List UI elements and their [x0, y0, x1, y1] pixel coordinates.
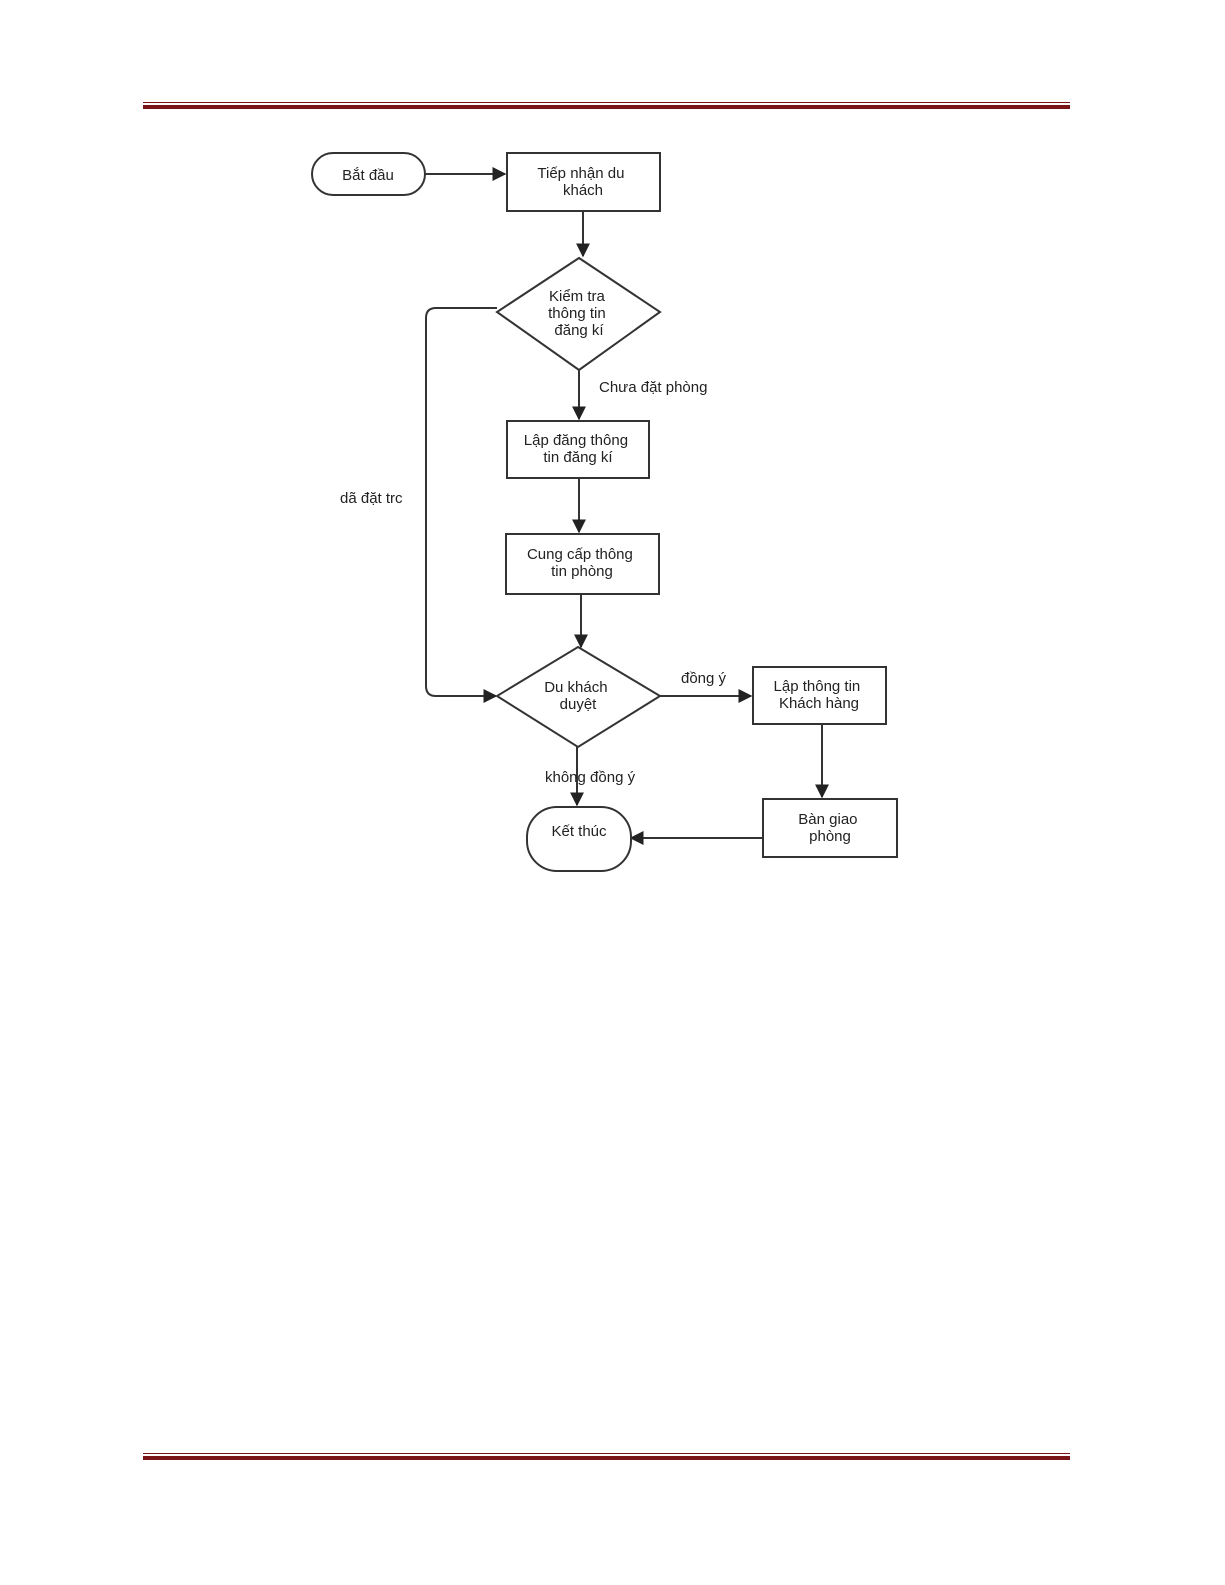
node-review: Du khách duyệt	[497, 647, 660, 747]
node-receive: Tiếp nhận du khách	[507, 153, 660, 211]
edge-label-booked-before: dã đặt trc	[340, 490, 403, 507]
node-handover: Bàn giao phòng	[763, 799, 897, 857]
flow-edges	[425, 174, 822, 838]
node-end-label: Kết thúc	[551, 823, 607, 840]
node-check-label: Kiểm tra thông tin đăng kí	[548, 288, 610, 339]
edge-label-agree: đồng ý	[681, 670, 727, 687]
node-check: Kiểm tra thông tin đăng kí	[497, 258, 660, 370]
node-provide: Cung cấp thông tin phòng	[506, 534, 659, 594]
footer-rule	[143, 1453, 1070, 1460]
node-customer: Lập thông tin Khách hàng	[753, 667, 886, 724]
edge-label-disagree: không đồng ý	[545, 769, 636, 786]
edge-check-review-bypass	[426, 308, 497, 696]
node-start-label: Bắt đầu	[342, 167, 394, 184]
edge-label-not-booked: Chưa đặt phòng	[599, 379, 707, 396]
node-end: Kết thúc	[527, 807, 631, 871]
node-start: Bắt đầu	[312, 153, 425, 195]
node-customer-label: Lập thông tin Khách hàng	[774, 678, 865, 712]
node-register: Lập đăng thông tin đăng kí	[507, 421, 649, 478]
